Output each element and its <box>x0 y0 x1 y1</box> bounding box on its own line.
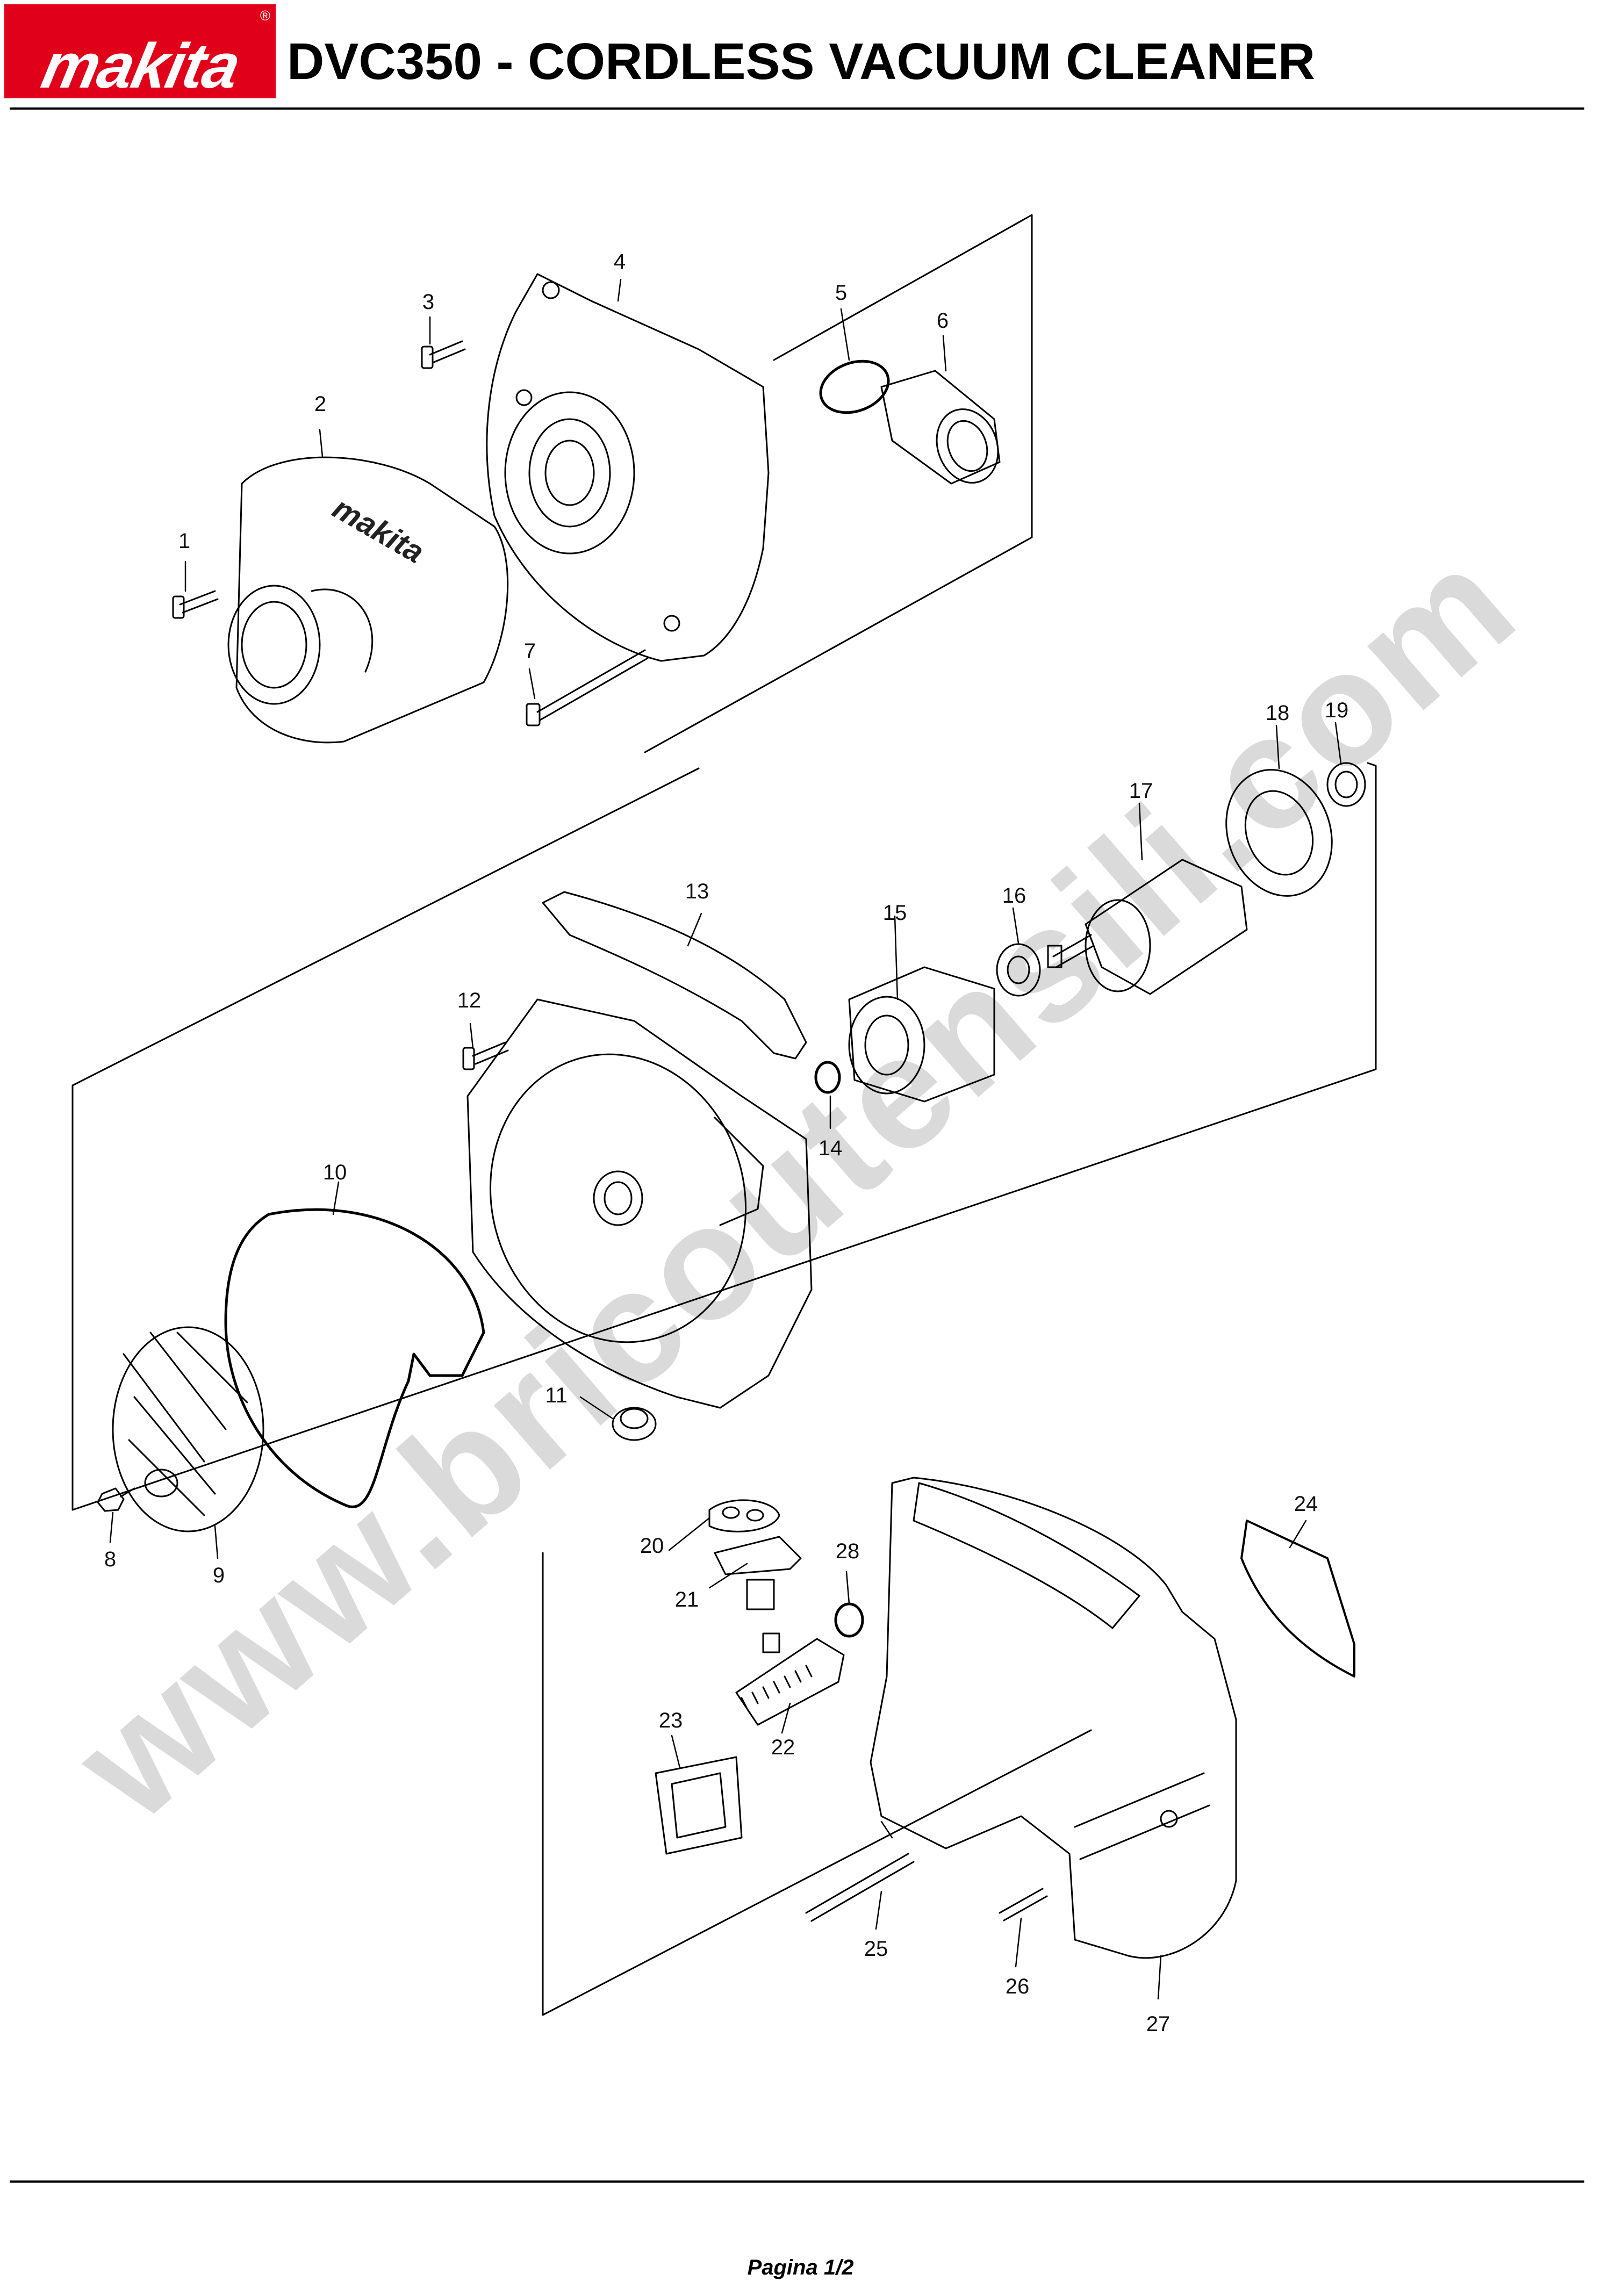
callout-13: 13 <box>685 880 709 903</box>
part-long-screw-7 <box>526 649 649 726</box>
group-frame-top <box>644 214 1033 753</box>
callout-7: 7 <box>524 639 536 663</box>
page-number: Pagina 1/2 <box>747 2256 854 2279</box>
leader-lines <box>109 278 1342 2000</box>
page-header: makita ® DVC350 - CORDLESS VACUUM CLEANE… <box>0 0 1601 110</box>
callout-17: 17 <box>1129 779 1153 803</box>
part-bearing-16 <box>996 943 1041 997</box>
part-pin-26 <box>999 1888 1048 1921</box>
callout-15: 15 <box>883 901 907 925</box>
callout-25: 25 <box>864 1937 888 1961</box>
callout-19: 19 <box>1325 699 1349 722</box>
group-frame-bottom <box>542 1552 1092 2016</box>
group-frame-middle <box>71 762 1377 1511</box>
part-nozzle-6 <box>880 370 1001 485</box>
part-screw-1 <box>172 590 219 619</box>
part-seal-20 <box>708 1499 780 1532</box>
callout-16: 16 <box>1002 884 1026 908</box>
callout-5: 5 <box>835 281 847 305</box>
callout-22: 22 <box>771 1736 795 1759</box>
part-circuit-board-22 <box>735 1632 845 1726</box>
part-gasket-10 <box>224 1208 485 1508</box>
part-switch-21 <box>714 1536 802 1610</box>
callout-26: 26 <box>1006 1975 1030 1998</box>
part-terminal-23 <box>655 1756 743 1855</box>
callout-20: 20 <box>640 1534 664 1558</box>
part-bushing-19 <box>1326 762 1366 807</box>
registered-mark: ® <box>260 8 270 24</box>
part-label-24 <box>1240 1520 1355 1678</box>
callout-11: 11 <box>545 1384 568 1407</box>
callout-14: 14 <box>819 1136 843 1160</box>
callout-3: 3 <box>422 290 434 314</box>
part-pin-25 <box>805 1853 915 1922</box>
part-motor-17 <box>1047 859 1248 995</box>
page-title: DVC350 - CORDLESS VACUUM CLEANER <box>287 33 1316 90</box>
part-fan-9 <box>112 1326 264 1532</box>
callout-21: 21 <box>675 1588 699 1611</box>
part-washer-14 <box>814 1061 841 1094</box>
part-nut-8 <box>97 1487 135 1512</box>
part-screw-3 <box>421 340 466 369</box>
part-o-ring-28 <box>834 1602 864 1638</box>
callout-23: 23 <box>659 1709 683 1732</box>
callout-2: 2 <box>314 392 326 416</box>
part-rear-cover-4 <box>486 273 770 662</box>
part-brush-holder-18 <box>1225 769 1333 897</box>
part-o-ring-5 <box>819 359 890 414</box>
callout-9: 9 <box>213 1564 225 1587</box>
svg-text:makita: makita <box>327 491 430 570</box>
header-divider <box>10 107 1584 110</box>
callout-4: 4 <box>614 250 626 273</box>
part-motor-bracket-15 <box>848 966 995 1103</box>
part-front-cover-2: makita <box>227 456 509 744</box>
callout-24: 24 <box>1294 1492 1318 1516</box>
callout-6: 6 <box>937 309 949 333</box>
callout-12: 12 <box>457 989 482 1012</box>
part-screw-12 <box>462 1041 509 1070</box>
part-grommet-11 <box>612 1407 657 1441</box>
callout-1: 1 <box>178 529 190 553</box>
callout-8: 8 <box>104 1548 116 1571</box>
part-main-housing-13 <box>466 891 813 1409</box>
callout-28: 28 <box>836 1539 860 1563</box>
makita-logo: makita ® <box>4 4 276 102</box>
callout-27: 27 <box>1146 2012 1171 2036</box>
footer-divider <box>10 2180 1584 2183</box>
part-lower-housing-27 <box>870 1477 1237 1959</box>
callout-18: 18 <box>1266 701 1290 725</box>
callout-10: 10 <box>323 1161 347 1184</box>
